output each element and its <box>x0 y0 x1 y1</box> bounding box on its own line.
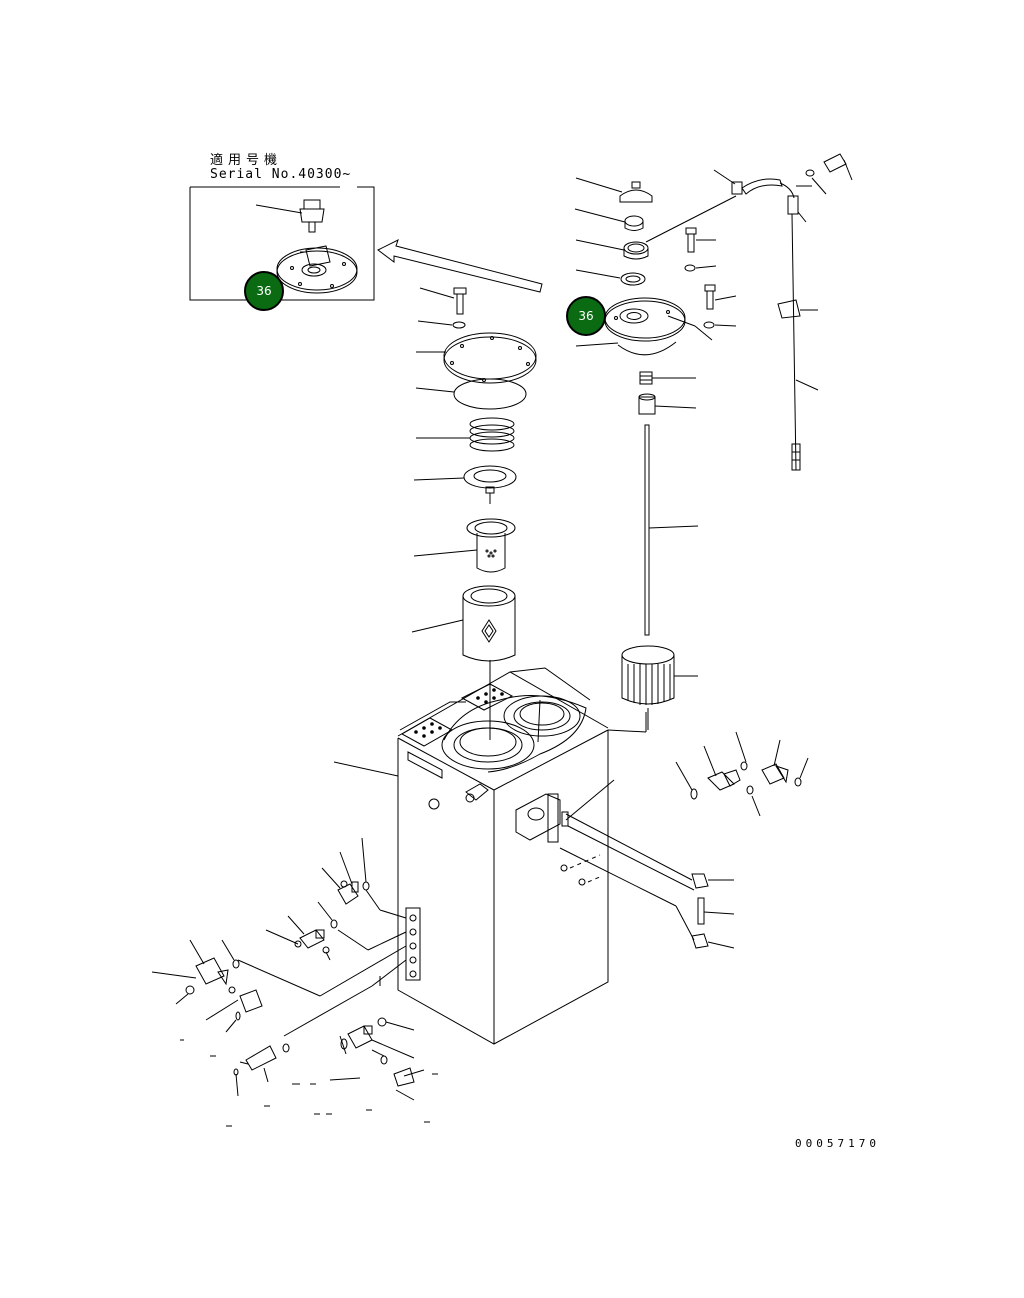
level-gauge-rod <box>645 425 698 635</box>
breather-assembly <box>575 178 736 730</box>
breather-washer-upper <box>685 265 716 271</box>
filter-assembly <box>412 288 536 740</box>
breather-base-plate <box>605 298 712 341</box>
valve-seat <box>414 466 516 504</box>
cover-bolt <box>420 288 466 314</box>
inset-detail <box>190 187 374 300</box>
callout-36-inset[interactable]: 36 <box>244 271 284 311</box>
level-gauge-nut <box>639 394 696 414</box>
tank-top-plate-left <box>402 718 452 746</box>
detail-arrow <box>378 240 542 292</box>
tank-top-plate-right <box>462 684 512 710</box>
vent-tube-assembly <box>714 154 852 470</box>
breather-washer-lower <box>704 322 736 328</box>
inset-applicable-label: 適用号機 <box>210 153 283 168</box>
leader-lines <box>538 700 646 742</box>
strainer-basket <box>414 519 515 572</box>
inset-cover-plate <box>277 246 357 293</box>
suction-strainer <box>622 646 698 730</box>
left-fittings <box>152 838 438 1126</box>
breather-adapter <box>576 196 736 259</box>
tank-side-bracket <box>516 794 568 842</box>
filter-cover-plate <box>416 333 536 383</box>
tank-main-port <box>442 721 534 769</box>
breather-bolt-lower <box>705 285 736 309</box>
callout-36-main[interactable]: 36 <box>566 296 606 336</box>
breather-base-gasket <box>576 342 676 355</box>
bolt-washer <box>418 321 465 328</box>
cover-gasket <box>416 379 526 409</box>
level-gauge-spring <box>640 372 696 384</box>
hydraulic-tank <box>334 668 608 1044</box>
drawing-number: 00057170 <box>795 1137 880 1150</box>
filter-spring <box>416 418 514 451</box>
inset-breather-plug <box>256 200 324 232</box>
breather-spacer <box>575 209 643 231</box>
breather-gasket <box>576 270 645 285</box>
breather-bolt-upper <box>686 228 716 252</box>
breather-cap <box>576 178 652 202</box>
inset-serial-label: Serial No.40300~ <box>210 167 352 182</box>
filter-element <box>412 586 515 661</box>
right-fittings <box>560 732 808 948</box>
tank-port-strip <box>406 908 420 980</box>
